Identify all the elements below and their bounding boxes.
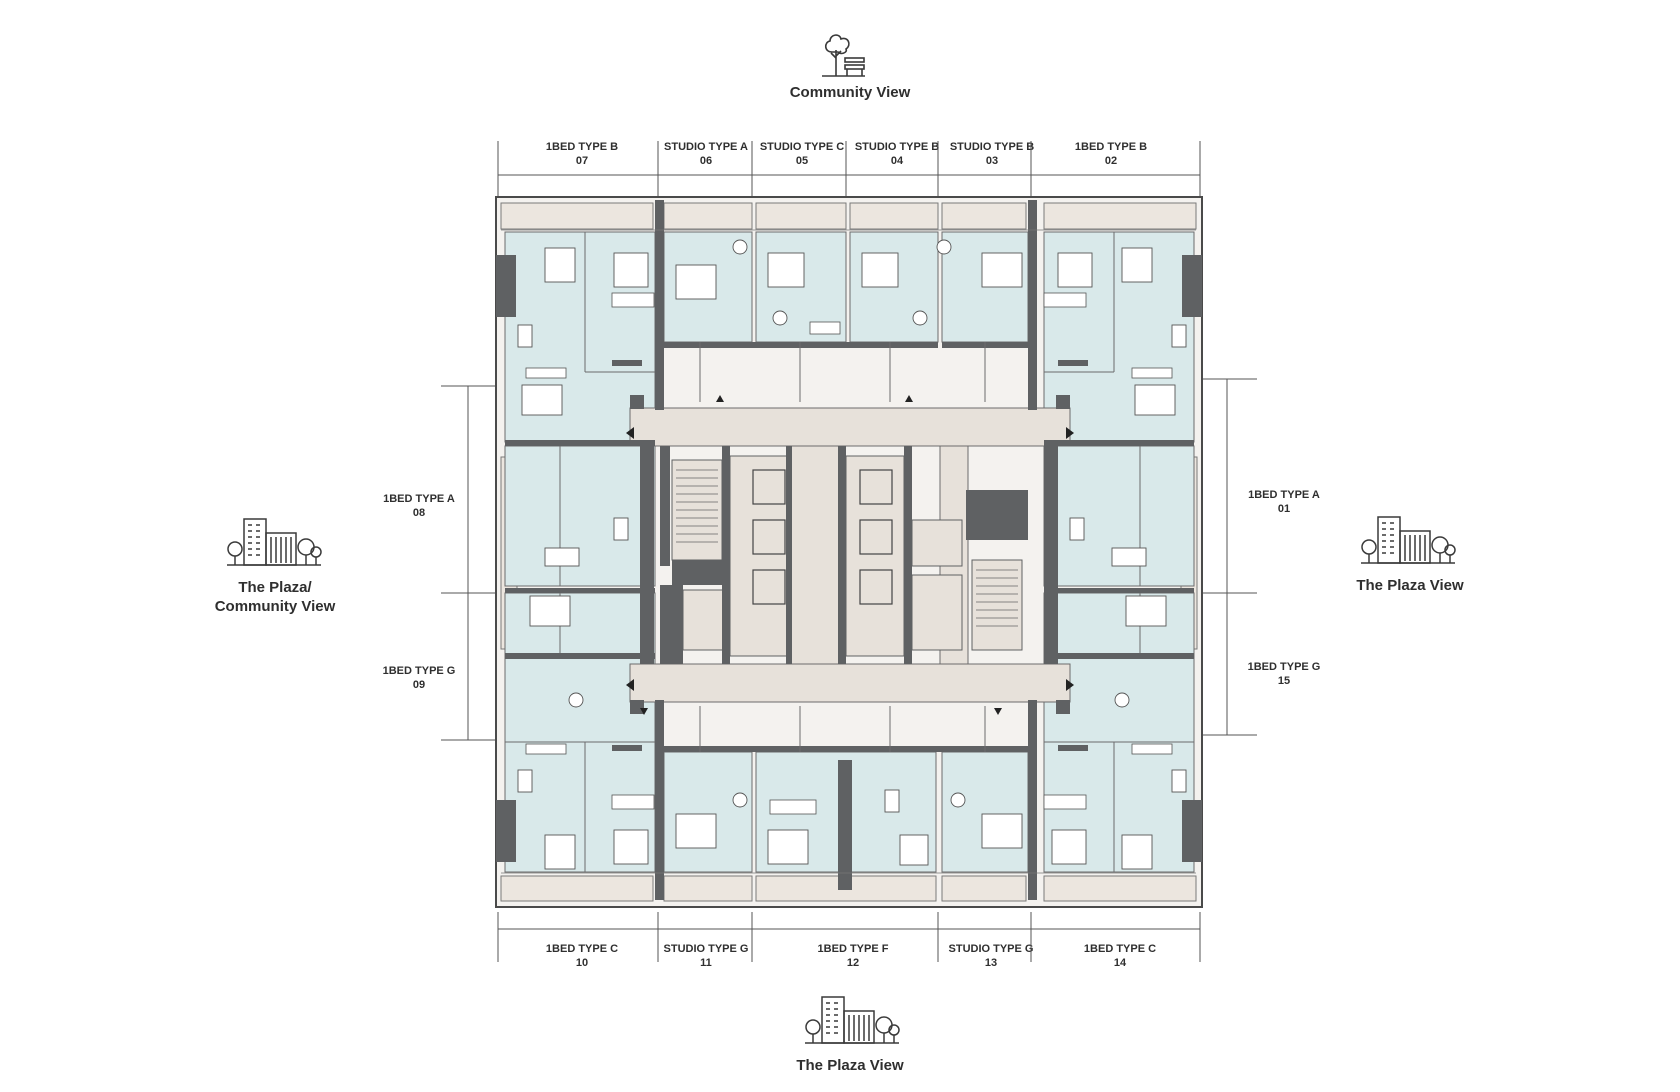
unit-label-bottom-13: STUDIO TYPE G 13 xyxy=(926,942,1056,970)
unit-type: STUDIO TYPE B xyxy=(854,141,940,153)
room-divisions xyxy=(559,232,1141,872)
unit-type: STUDIO TYPE B xyxy=(949,141,1035,153)
unit-number: 09 xyxy=(412,679,426,691)
unit-type: 1BED TYPE A xyxy=(383,493,455,505)
view-label-left-line1: The Plaza/ xyxy=(238,579,312,596)
city-buildings-icon xyxy=(1360,515,1456,574)
core xyxy=(671,455,1023,657)
dimension-lines-bottom xyxy=(497,912,1201,962)
unit-number: 02 xyxy=(1104,155,1118,167)
unit-number: 11 xyxy=(700,957,712,969)
unit-type: 1BED TYPE A xyxy=(1248,489,1320,501)
facade-lines xyxy=(501,229,1196,874)
unit-type: 1BED TYPE C xyxy=(545,943,619,955)
unit-number: 07 xyxy=(575,155,589,167)
unit-label-right-01: 1BED TYPE A 01 xyxy=(1219,488,1349,516)
unit-label-left-09: 1BED TYPE G 09 xyxy=(354,664,484,692)
unit-label-top-04: STUDIO TYPE B 04 xyxy=(832,140,962,168)
sofas xyxy=(544,247,1153,870)
city-buildings-icon xyxy=(804,995,900,1054)
dimension-lines-right xyxy=(1200,378,1257,736)
entrance-arrows xyxy=(626,395,1074,715)
unit-label-bottom-11: STUDIO TYPE G 11 xyxy=(641,942,771,970)
view-label-left-line2: Community View xyxy=(214,598,336,615)
unit-number: 06 xyxy=(699,155,713,167)
unit-number: 15 xyxy=(1277,675,1291,687)
unit-label-bottom-12: 1BED TYPE F 12 xyxy=(788,942,918,970)
view-label-left: The Plaza/ Community View xyxy=(190,578,360,616)
unit-type: STUDIO TYPE G xyxy=(948,943,1034,955)
unit-label-right-15: 1BED TYPE G 15 xyxy=(1219,660,1349,688)
unit-number: 13 xyxy=(984,957,998,969)
unit-number: 10 xyxy=(575,957,589,969)
unit-type: 1BED TYPE B xyxy=(1074,141,1148,153)
unit-label-bottom-14: 1BED TYPE C 14 xyxy=(1055,942,1185,970)
tables xyxy=(517,239,1187,813)
view-label-top: Community View xyxy=(789,84,911,101)
unit-number: 14 xyxy=(1113,957,1127,969)
tree-bench-icon xyxy=(818,28,868,85)
unit-label-left-08: 1BED TYPE A 08 xyxy=(354,492,484,520)
view-label-right: The Plaza View xyxy=(1356,577,1464,594)
unit-number: 04 xyxy=(890,155,904,167)
unit-number: 03 xyxy=(985,155,999,167)
walls xyxy=(496,200,1202,900)
unit-type: STUDIO TYPE C xyxy=(759,141,845,153)
beds xyxy=(521,252,1176,865)
unit-type: 1BED TYPE G xyxy=(1247,661,1321,673)
unit-label-top-02: 1BED TYPE B 02 xyxy=(1046,140,1176,168)
unit-type: 1BED TYPE C xyxy=(1083,943,1157,955)
unit-number: 08 xyxy=(412,507,426,519)
dimension-lines-left xyxy=(441,385,498,741)
unit-number: 12 xyxy=(846,957,860,969)
unit-type: STUDIO TYPE G xyxy=(663,943,749,955)
unit-type: 1BED TYPE G xyxy=(382,665,456,677)
lift-shafts xyxy=(752,469,893,605)
unit-type: 1BED TYPE B xyxy=(545,141,619,153)
view-label-bottom: The Plaza View xyxy=(796,1057,904,1074)
unit-type: 1BED TYPE F xyxy=(817,943,889,955)
unit-label-top-05: STUDIO TYPE C 05 xyxy=(737,140,867,168)
unit-number: 05 xyxy=(795,155,809,167)
unit-label-top-03: STUDIO TYPE B 03 xyxy=(927,140,1057,168)
dimension-lines-top xyxy=(497,141,1201,197)
stair-treads xyxy=(676,469,1018,627)
unit-type: STUDIO TYPE A xyxy=(664,141,748,153)
unit-number: 01 xyxy=(1277,503,1291,515)
city-buildings-icon xyxy=(226,517,322,576)
kitchens xyxy=(525,292,1173,815)
unit-label-bottom-10: 1BED TYPE C 10 xyxy=(517,942,647,970)
unit-label-top-07: 1BED TYPE B 07 xyxy=(517,140,647,168)
unit-label-top-06: STUDIO TYPE A 06 xyxy=(641,140,771,168)
